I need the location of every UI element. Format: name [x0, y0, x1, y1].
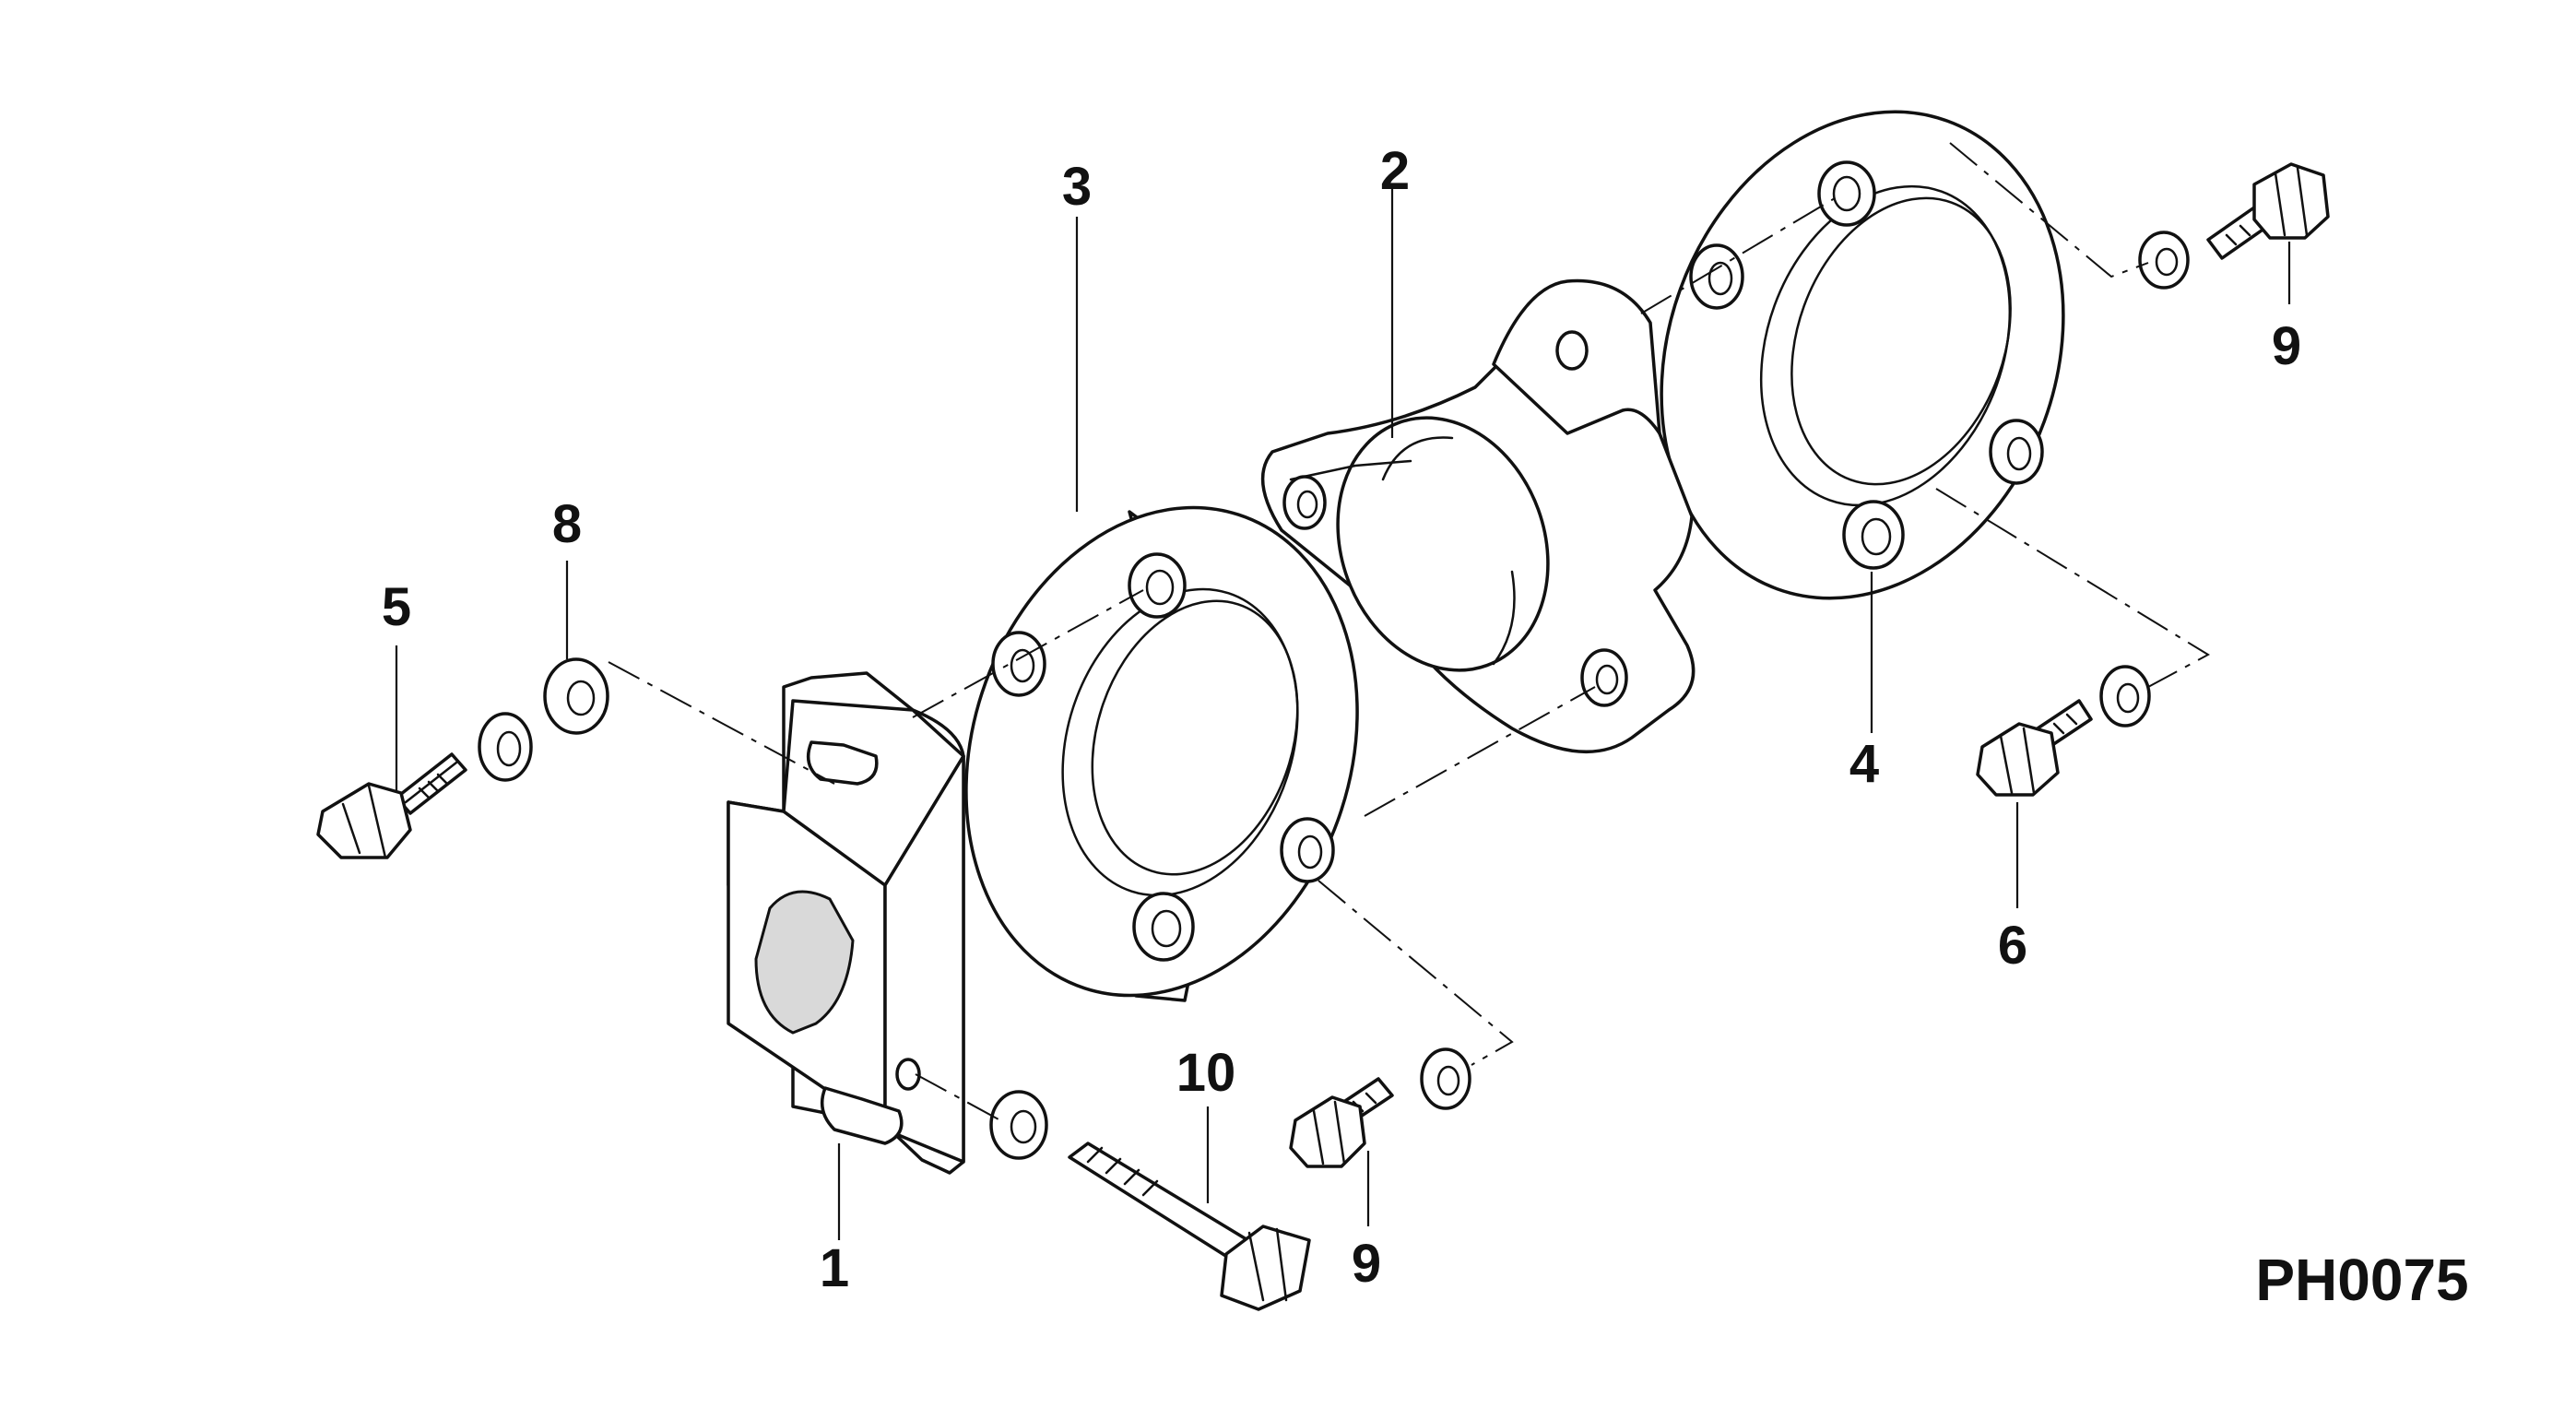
part-9-bolt-upper [2138, 162, 2330, 290]
leader-lines [395, 189, 2291, 1240]
part-10-long-bolt [989, 1090, 1311, 1311]
part-4-bolt-holes [1689, 160, 2044, 570]
callout-6: 6 [1998, 916, 2027, 976]
figure-code: PH0075 [2255, 1247, 2468, 1313]
part-9-bolt-lower [1289, 1047, 1471, 1168]
part-8-flat-washer [543, 657, 609, 735]
part-5-bolt [316, 752, 467, 859]
callout-2: 2 [1380, 141, 1410, 201]
callout-8: 8 [552, 494, 582, 554]
part-6-bolt [1976, 665, 2151, 797]
callout-5: 5 [382, 577, 411, 637]
callout-4: 4 [1849, 734, 1879, 794]
callout-3: 3 [1062, 157, 1092, 217]
part-5-lock-washer [478, 712, 533, 782]
part-3-bolt-holes [991, 552, 1335, 962]
callout-9-upper: 9 [2272, 316, 2301, 376]
part-4-flange-ring [1660, 110, 2065, 600]
callout-9-lower: 9 [1352, 1234, 1381, 1294]
part-1-clamp-block [727, 671, 965, 1175]
assembly-centerlines [608, 142, 2211, 1121]
callout-10: 10 [1176, 1043, 1236, 1103]
part-2-adapter-housing [1260, 278, 1696, 754]
part-3-gasket-plate [964, 505, 1359, 1002]
callout-labels: 1 2 3 4 5 6 8 9 9 10 [382, 141, 2301, 1298]
callout-1: 1 [820, 1238, 849, 1298]
